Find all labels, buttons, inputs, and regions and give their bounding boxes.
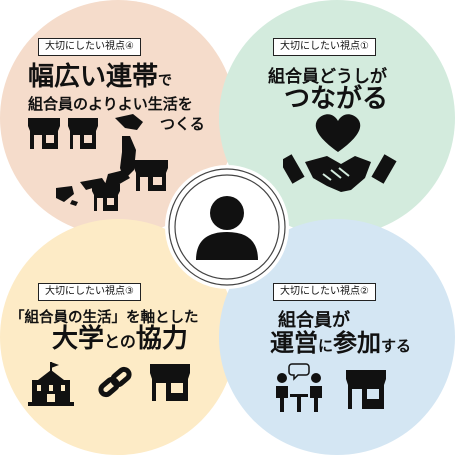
shop-icon <box>92 184 120 211</box>
shop-icon <box>134 160 168 191</box>
tag-viewpoint-3: 大切にしたい視点③ <box>38 283 141 301</box>
shop-icon <box>150 364 190 401</box>
tr-icons <box>283 114 397 192</box>
chain-link-icon <box>98 366 132 398</box>
tag-viewpoint-1: 大切にしたい視点① <box>273 38 376 56</box>
tl-line3: つくる <box>160 115 205 133</box>
tag-viewpoint-2: 大切にしたい視点② <box>273 283 376 301</box>
bl-icons <box>28 362 190 406</box>
tl-line2: 組合員のよりよい生活を <box>28 95 193 113</box>
center-inner-ring <box>174 174 280 280</box>
tag-viewpoint-4: 大切にしたい視点④ <box>38 38 141 56</box>
br-management-text: 運営 <box>270 329 318 357</box>
br-participate-text: 参加 <box>333 329 382 357</box>
title-big-text: 幅広い連帯 <box>28 62 159 92</box>
center-outer-ring <box>168 168 286 286</box>
circle-top-right <box>219 0 455 236</box>
tr-line2: つながる <box>284 84 389 114</box>
br-suru-text: する <box>381 337 412 355</box>
title-broad-solidarity: 幅広い連帯で <box>28 62 172 96</box>
title-suffix: で <box>158 73 173 89</box>
shop-icon <box>68 118 98 149</box>
br-icons <box>276 363 386 412</box>
bl-to-text: との <box>104 332 136 351</box>
shop-icon <box>28 118 60 149</box>
br-line2: 運営に参加する <box>270 328 411 361</box>
bl-cooperation-text: 協力 <box>135 324 188 354</box>
person-icon <box>196 196 258 260</box>
br-line1: 組合員が <box>278 310 350 331</box>
meeting-icon <box>276 363 322 412</box>
shop-icon <box>346 370 386 409</box>
heart-icon <box>315 114 361 152</box>
br-ni-text: に <box>318 337 334 355</box>
bl-univ-text: 大学 <box>52 324 105 354</box>
bl-line1: 「組合員の生活」を軸とした <box>10 310 199 326</box>
university-icon <box>28 362 74 406</box>
tl-icons <box>28 114 168 211</box>
handshake-icon <box>283 154 397 192</box>
japan-map-icon <box>56 114 143 206</box>
bl-line2: 大学との協力 <box>52 324 188 357</box>
tr-line1: 組合員どうしが <box>268 67 387 87</box>
